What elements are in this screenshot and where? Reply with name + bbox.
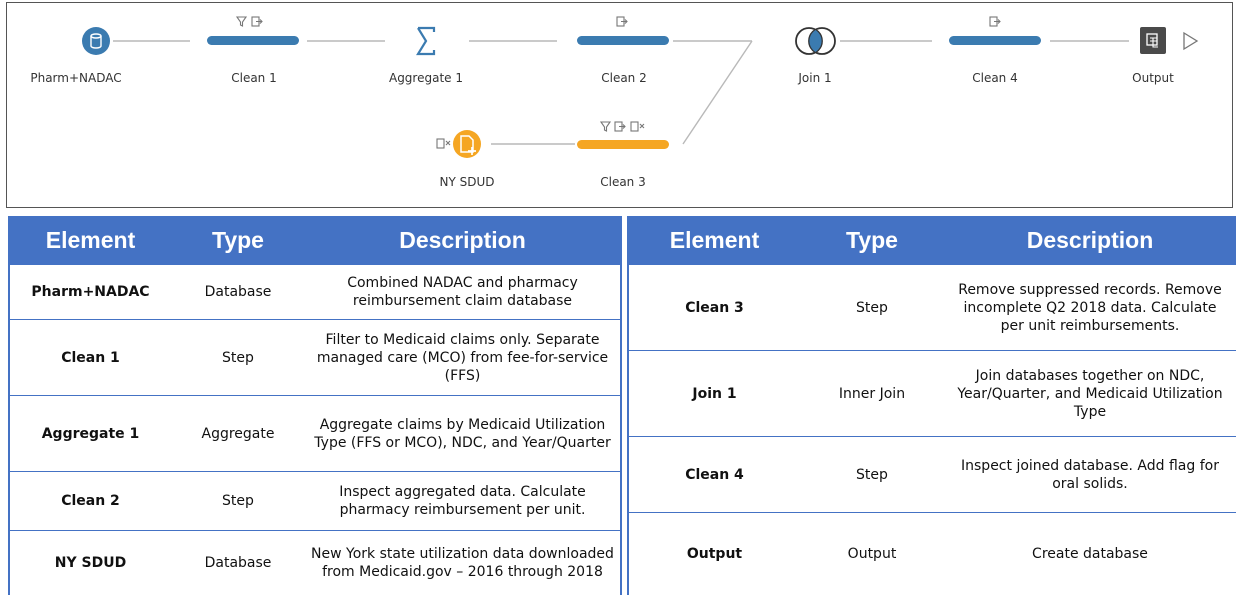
sigma-icon — [416, 26, 436, 56]
type-cell: Output — [800, 512, 944, 595]
description-cell: Inspect joined database. Add flag for or… — [944, 436, 1236, 513]
column-header-description: Description — [305, 216, 621, 265]
description-cell: Remove suppressed records. Remove incomp… — [944, 264, 1236, 351]
file-input-icon — [453, 130, 481, 158]
column-header-type: Type — [800, 216, 944, 265]
type-cell: Aggregate — [171, 395, 305, 472]
table-row: Clean 4 Step Inspect joined database. Ad… — [628, 436, 1236, 513]
inner-join-icon — [809, 30, 822, 52]
flow-diagram — [82, 16, 1199, 158]
node-clean-1[interactable] — [207, 16, 299, 45]
node-label: Output — [1132, 71, 1174, 85]
element-cell: Join 1 — [628, 350, 800, 437]
rename-field-icon — [989, 16, 1001, 27]
node-label: Clean 2 — [601, 71, 647, 85]
table-row: Aggregate 1 Aggregate Aggregate claims b… — [9, 395, 621, 472]
rename-field-icon — [614, 121, 626, 132]
column-header-element: Element — [9, 216, 171, 265]
type-cell: Inner Join — [800, 350, 944, 437]
node-label: Join 1 — [798, 71, 832, 85]
connector-clean3-join1 — [682, 40, 753, 145]
table-header-row: Element Type Description — [9, 216, 621, 265]
element-cell: Aggregate 1 — [9, 395, 171, 472]
table-header-row: Element Type Description — [628, 216, 1236, 265]
node-label: Pharm+NADAC — [30, 71, 122, 85]
type-cell: Database — [171, 530, 305, 595]
table-row: Clean 3 Step Remove suppressed records. … — [628, 264, 1236, 351]
steps-table-right: Element Type Description Clean 3 Step Re… — [627, 216, 1236, 595]
rename-field-icon — [616, 16, 628, 27]
element-cell: Clean 1 — [9, 319, 171, 396]
rename-field-icon — [251, 16, 263, 27]
element-cell: Clean 4 — [628, 436, 800, 513]
clean-step-bar — [949, 36, 1041, 45]
node-output[interactable] — [1140, 27, 1166, 54]
flow-canvas[interactable]: Pharm+NADAC Clean 1 Aggregate 1 Clean 2 … — [6, 2, 1233, 208]
removed-field-icon — [436, 138, 451, 149]
clean-step-bar — [577, 36, 669, 45]
clean-step-bar — [207, 36, 299, 45]
join-right-circle — [808, 27, 836, 55]
type-cell: Step — [171, 471, 305, 531]
type-cell: Step — [171, 319, 305, 396]
column-header-description: Description — [944, 216, 1236, 265]
description-cell: Combined NADAC and pharmacy reimbursemen… — [305, 264, 621, 320]
node-clean-4[interactable] — [949, 16, 1041, 45]
table-row: Output Output Create database — [628, 512, 1236, 595]
element-cell: Clean 2 — [9, 471, 171, 531]
description-cell: Join databases together on NDC, Year/Qua… — [944, 350, 1236, 437]
clean-step-bar — [577, 140, 669, 149]
run-flow-icon[interactable] — [1183, 31, 1199, 51]
table-row: Join 1 Inner Join Join databases togethe… — [628, 350, 1236, 437]
description-cell: Inspect aggregated data. Calculate pharm… — [305, 471, 621, 531]
table-row: NY SDUD Database New York state utilizat… — [9, 530, 621, 595]
filter-icon — [235, 16, 248, 27]
node-label: NY SDUD — [439, 175, 495, 189]
join-left-circle — [795, 27, 823, 55]
type-cell: Step — [800, 264, 944, 351]
element-cell: NY SDUD — [9, 530, 171, 595]
description-cell: Filter to Medicaid claims only. Separate… — [305, 319, 621, 396]
removed-field-icon — [630, 121, 645, 132]
node-clean-2[interactable] — [577, 16, 669, 45]
column-header-type: Type — [171, 216, 305, 265]
node-join-1[interactable] — [795, 27, 836, 55]
node-aggregate-1[interactable] — [416, 26, 436, 56]
description-cell: Aggregate claims by Medicaid Utilization… — [305, 395, 621, 472]
column-header-element: Element — [628, 216, 800, 265]
table-row: Pharm+NADAC Database Combined NADAC and … — [9, 264, 621, 320]
steps-table-left: Element Type Description Pharm+NADAC Dat… — [8, 216, 622, 595]
filter-icon — [599, 121, 612, 132]
type-cell: Step — [800, 436, 944, 513]
element-cell: Output — [628, 512, 800, 595]
node-label: Clean 3 — [600, 175, 646, 189]
table-row: Clean 1 Step Filter to Medicaid claims o… — [9, 319, 621, 396]
description-cell: Create database — [944, 512, 1236, 595]
table-row: Clean 2 Step Inspect aggregated data. Ca… — [9, 471, 621, 531]
node-ny-sdud[interactable] — [436, 130, 481, 158]
node-label: Clean 4 — [972, 71, 1018, 85]
type-cell: Database — [171, 264, 305, 320]
element-cell: Clean 3 — [628, 264, 800, 351]
node-clean-3[interactable] — [577, 121, 669, 149]
node-pharm-nadac[interactable] — [82, 27, 110, 55]
node-label: Aggregate 1 — [388, 71, 463, 85]
description-cell: New York state utilization data download… — [305, 530, 621, 595]
node-label: Clean 1 — [231, 71, 277, 85]
flow-connectors — [113, 40, 1129, 145]
element-cell: Pharm+NADAC — [9, 264, 171, 320]
database-icon — [82, 27, 110, 55]
